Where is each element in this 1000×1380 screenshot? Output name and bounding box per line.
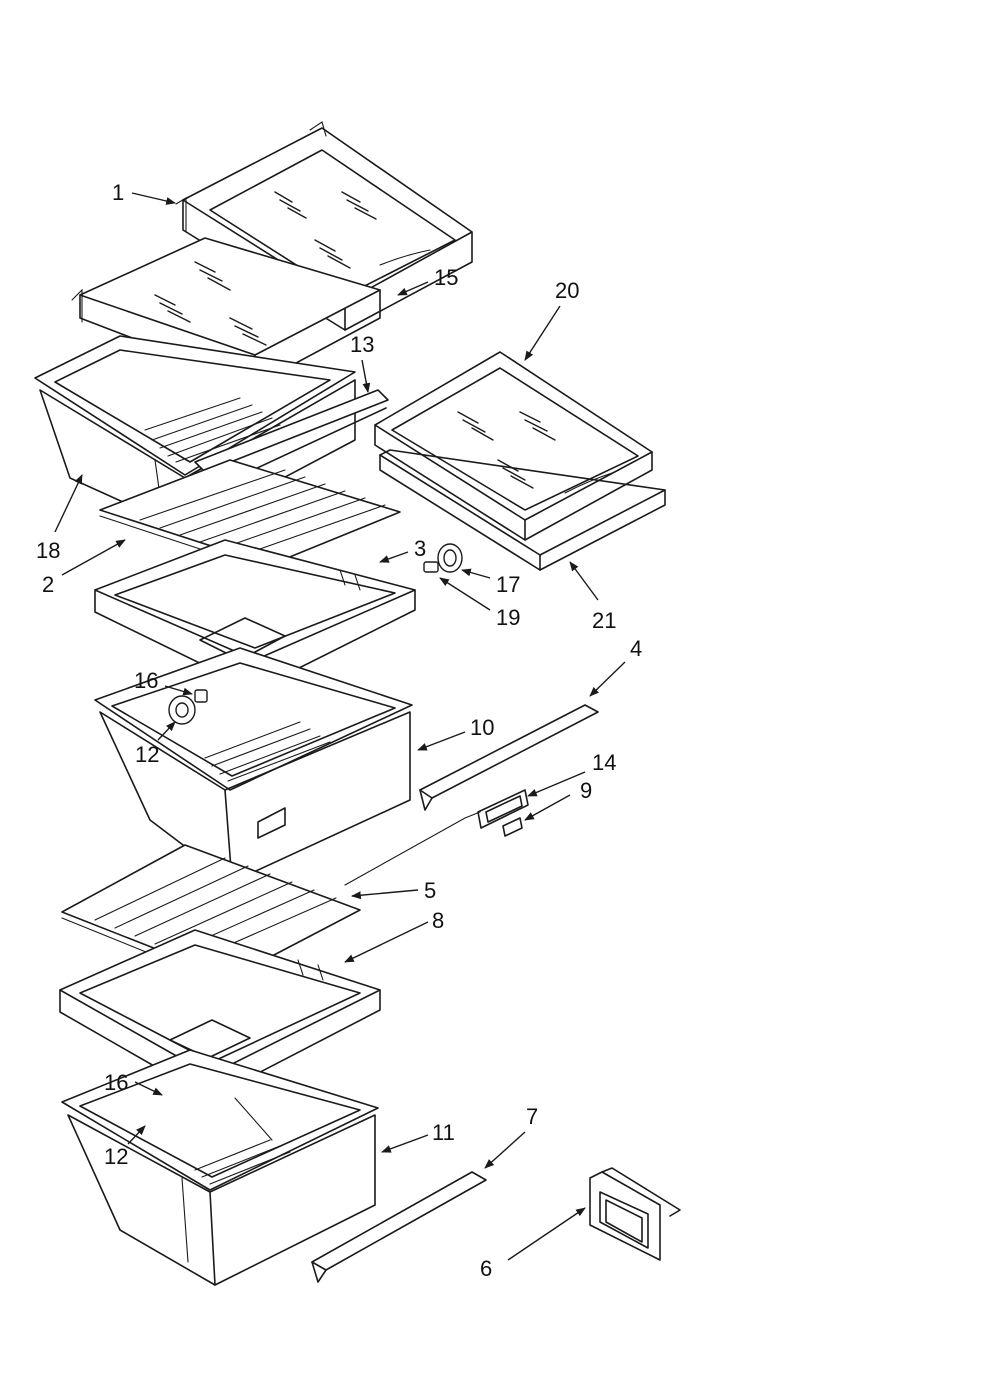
crisper-pan-10 [94, 647, 413, 883]
callout-label: 21 [592, 608, 616, 633]
clip-9 [502, 817, 523, 837]
glass-glare-marks [274, 191, 377, 269]
callout-label: 19 [496, 605, 520, 630]
callout-label: 11 [432, 1120, 455, 1145]
callout-label: 12 [104, 1144, 128, 1169]
pan-grille [144, 397, 281, 463]
callout-label: 12 [135, 742, 159, 767]
callout-label: 17 [496, 572, 520, 597]
callout-label: 7 [526, 1104, 538, 1129]
callout-label: 16 [104, 1070, 128, 1095]
callout-label: 8 [432, 908, 444, 933]
knob-12 [168, 695, 196, 725]
callout-label: 1 [112, 180, 124, 205]
roller-16 [194, 689, 208, 703]
callout-label: 15 [434, 265, 458, 290]
callout-label: 14 [592, 750, 616, 775]
callout-label: 9 [580, 778, 592, 803]
callout-label: 18 [36, 538, 60, 563]
callout-label: 13 [350, 332, 374, 357]
callout-label: 10 [470, 715, 494, 740]
callout-label: 6 [480, 1256, 492, 1281]
roller-17 [437, 543, 463, 573]
glass-shelf-1 [175, 121, 473, 331]
latch-14 [477, 789, 529, 829]
front-trim-7 [311, 1171, 487, 1283]
pan-grille [204, 721, 331, 782]
cover-ribs [139, 469, 386, 557]
cover-frame-8 [59, 929, 381, 1099]
screw-19 [423, 561, 439, 573]
callout-labels: 1 15 20 13 18 2 3 17 19 21 4 16 12 10 14… [36, 180, 642, 1281]
callout-label: 3 [414, 536, 426, 561]
leader-lines [54, 192, 626, 1261]
callout-label: 2 [42, 572, 54, 597]
shelf-frame-21 [379, 449, 666, 571]
callout-label: 16 [134, 668, 158, 693]
callout-label: 20 [555, 278, 579, 303]
callout-label: 4 [630, 636, 642, 661]
callout-label: 5 [424, 878, 436, 903]
glass-shelf-20 [374, 351, 653, 541]
glass-glare-marks [457, 411, 556, 489]
front-trim-4 [419, 704, 599, 811]
bracket-6 [589, 1167, 681, 1261]
pan-grille [194, 1139, 291, 1185]
glass-glare-marks [154, 261, 267, 346]
